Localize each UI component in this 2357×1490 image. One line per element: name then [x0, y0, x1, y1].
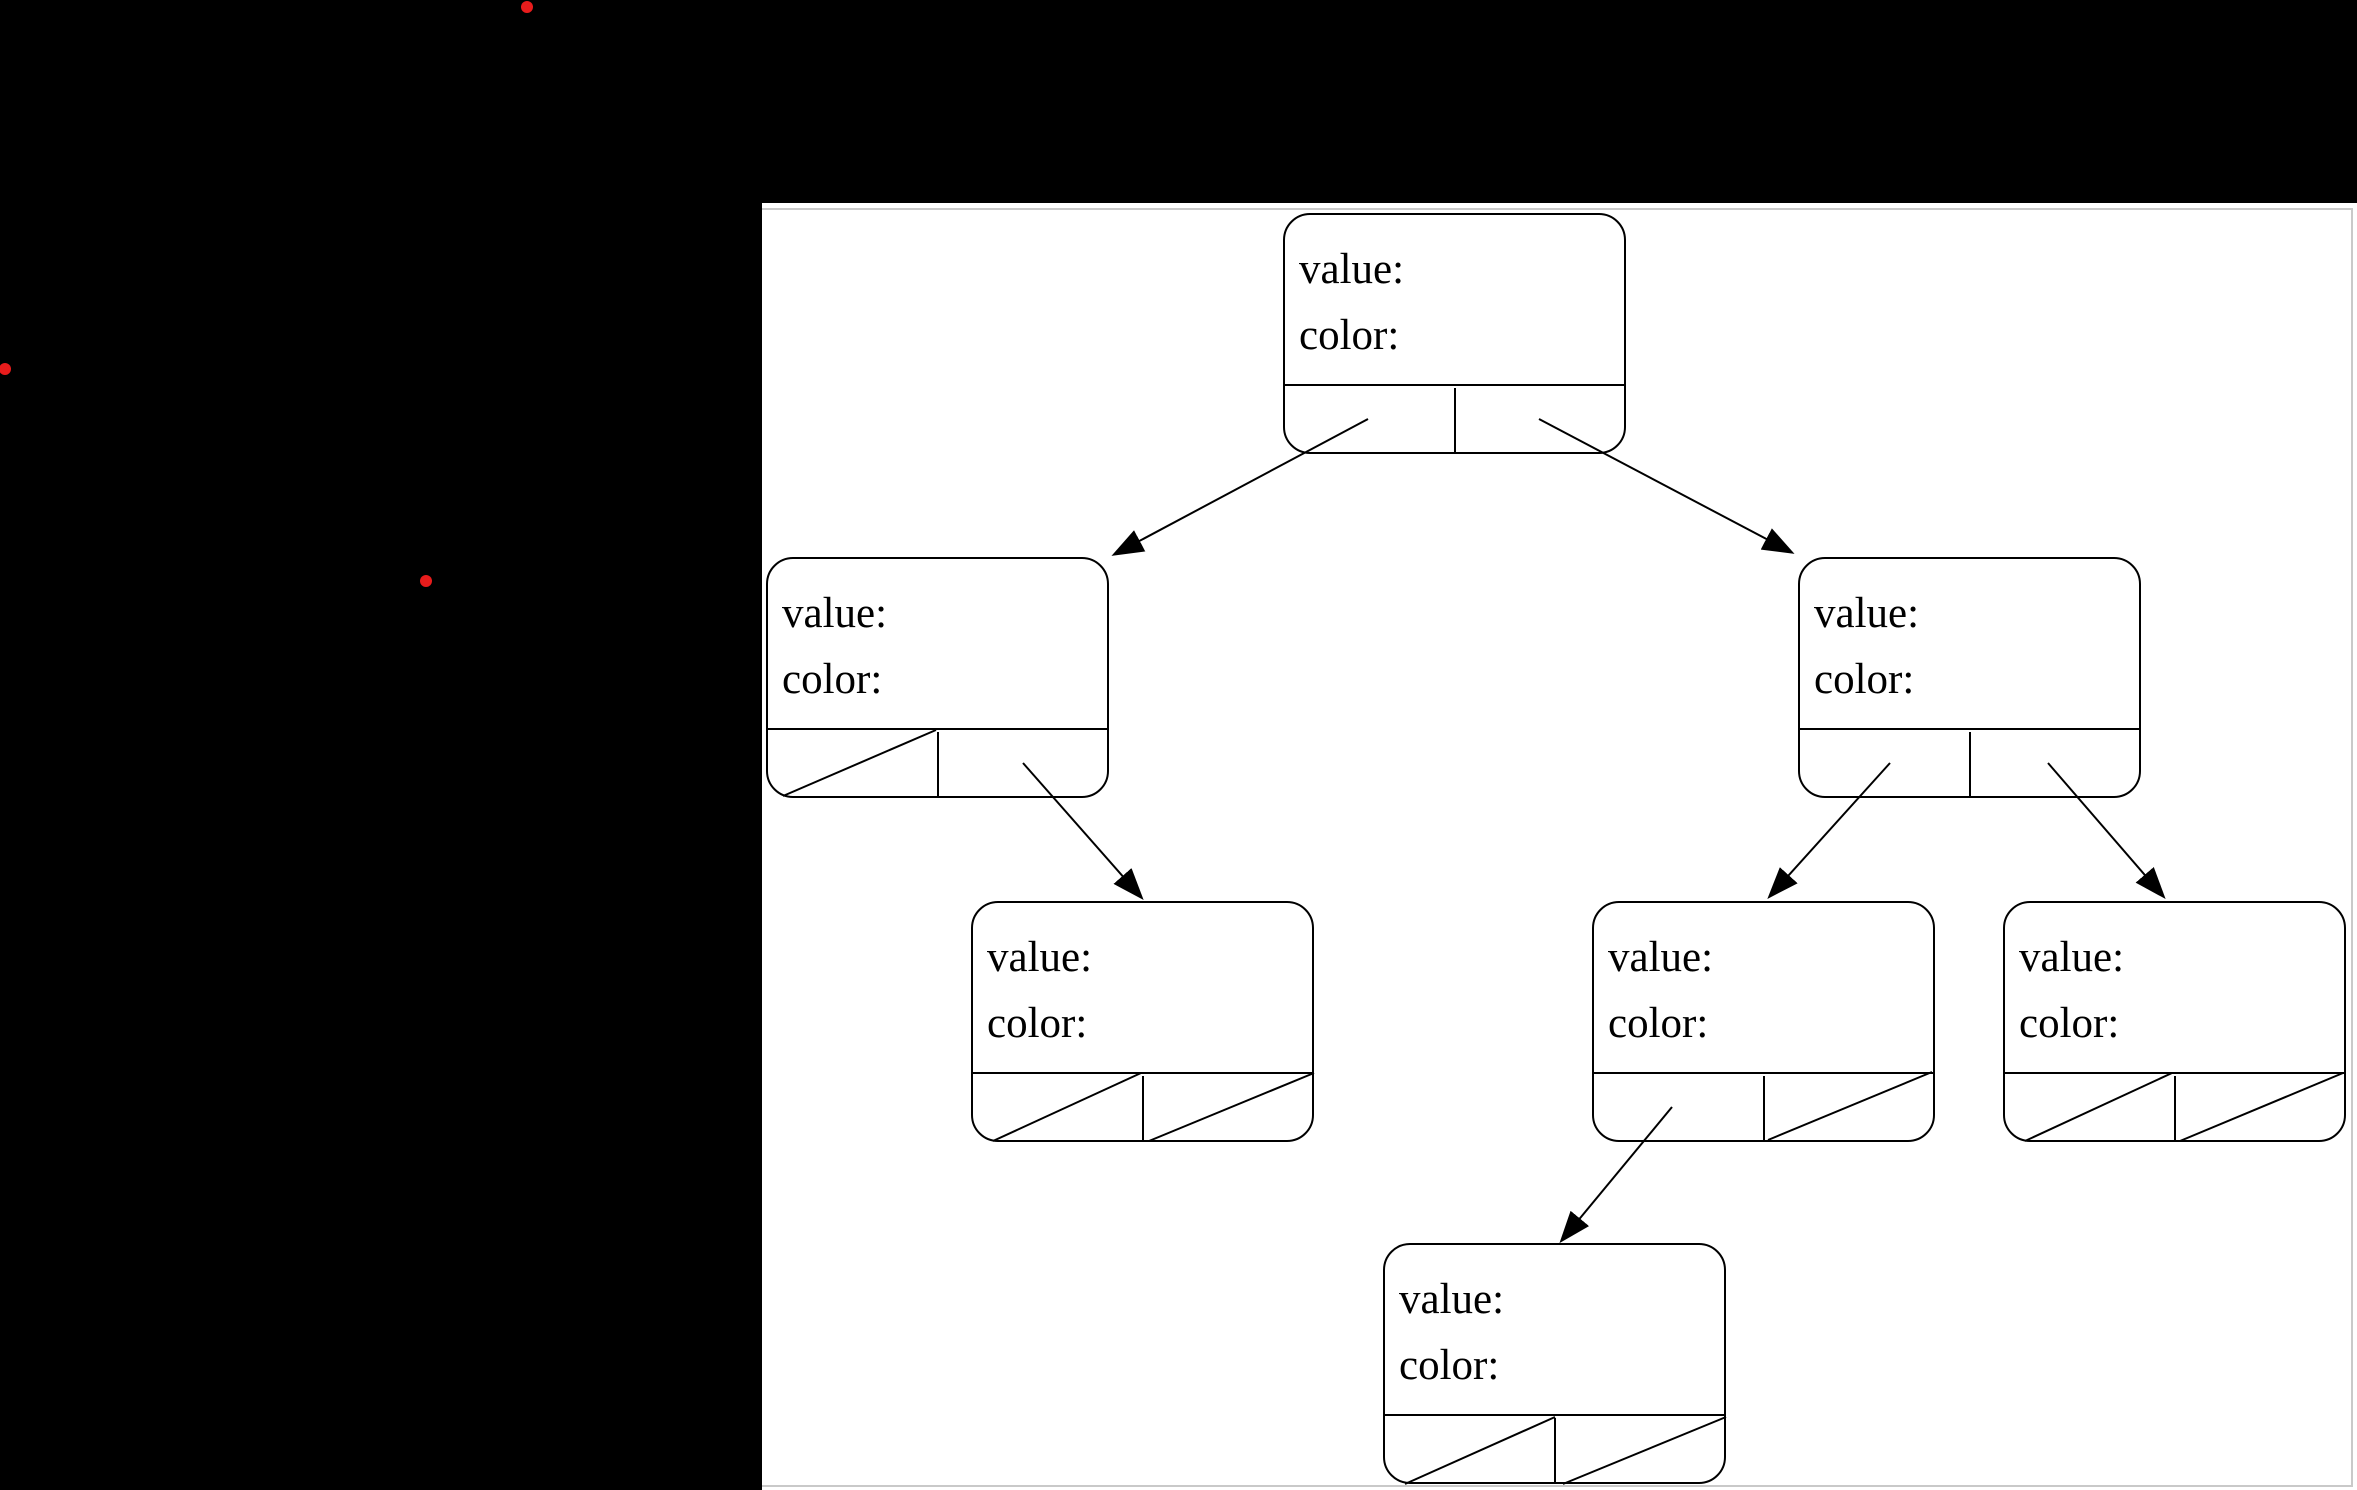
pointer-divider: [1453, 388, 1456, 452]
node-field-color: color:: [1299, 312, 1400, 359]
node-fields: value: color:: [1285, 215, 1624, 369]
node-field-color: color:: [2019, 1000, 2120, 1047]
node-field-value: value:: [1814, 590, 1920, 637]
node-field-value: value:: [1399, 1276, 1505, 1323]
node-field-color: color:: [1399, 1342, 1500, 1389]
node-field-value: value:: [782, 590, 888, 637]
pointer-row: [1285, 384, 1624, 452]
node-fields: value: color:: [768, 559, 1107, 713]
node-field-color: color:: [1814, 656, 1915, 703]
pointer-row: [1800, 728, 2139, 796]
red-marker-dot: [420, 575, 432, 587]
node-fields: value: color:: [973, 903, 1312, 1057]
pointer-row: [973, 1072, 1312, 1140]
node-field-color: color:: [987, 1000, 1088, 1047]
red-marker-dot: [0, 363, 11, 375]
node-fields: value: color:: [1594, 903, 1933, 1057]
tree-node-left-child: value: color:: [766, 557, 1109, 798]
node-field-value: value:: [2019, 934, 2125, 981]
node-field-value: value:: [987, 934, 1093, 981]
tree-node-right-left-grandchild: value: color:: [1592, 901, 1935, 1142]
pointer-divider: [1553, 1418, 1556, 1482]
tree-node-right-right-grandchild: value: color:: [2003, 901, 2346, 1142]
node-field-color: color:: [1608, 1000, 1709, 1047]
red-marker-dot: [521, 1, 533, 13]
tree-node-right-left-left-greatgrandchild: value: color:: [1383, 1243, 1726, 1484]
pointer-row: [1594, 1072, 1933, 1140]
canvas-border: [762, 208, 2353, 1487]
node-fields: value: color:: [1800, 559, 2139, 713]
node-field-value: value:: [1299, 246, 1405, 293]
node-fields: value: color:: [2005, 903, 2344, 1057]
pointer-divider: [936, 732, 939, 796]
node-field-color: color:: [782, 656, 883, 703]
node-field-value: value:: [1608, 934, 1714, 981]
pointer-divider: [1968, 732, 1971, 796]
pointer-divider: [1762, 1076, 1765, 1140]
node-fields: value: color:: [1385, 1245, 1724, 1399]
tree-node-root: value: color:: [1283, 213, 1626, 454]
pointer-divider: [1141, 1076, 1144, 1140]
tree-node-right-child: value: color:: [1798, 557, 2141, 798]
pointer-row: [1385, 1414, 1724, 1482]
pointer-row: [2005, 1072, 2344, 1140]
tree-node-left-right-grandchild: value: color:: [971, 901, 1314, 1142]
pointer-row: [768, 728, 1107, 796]
pointer-divider: [2173, 1076, 2176, 1140]
